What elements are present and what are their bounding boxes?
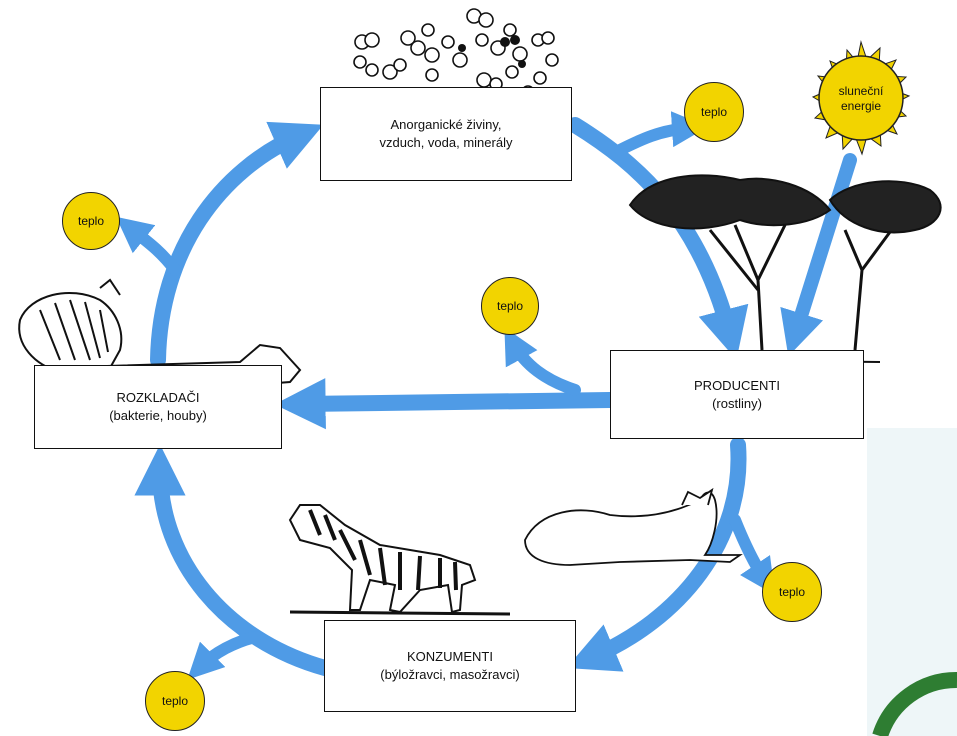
arrow-consumers-to-decomposers bbox=[134, 444, 333, 676]
producers-box: PRODUCENTI (rostliny) bbox=[610, 350, 864, 439]
inorganic-line1: Anorganické živiny, bbox=[390, 117, 502, 132]
consumers-subtitle: (býložravci, masožravci) bbox=[380, 667, 520, 682]
heat-circle-middle: teplo bbox=[481, 277, 539, 335]
sun-label-line1: sluneční bbox=[838, 84, 884, 98]
sun-icon bbox=[811, 40, 911, 156]
decomposers-title: ROZKLADAČI bbox=[116, 390, 200, 405]
sun-label-line2: energie bbox=[840, 99, 882, 113]
corner-arc bbox=[872, 671, 957, 736]
heat-branch-left bbox=[115, 216, 181, 276]
decomposers-box: ROZKLADAČI (bakterie, houby) bbox=[34, 365, 282, 449]
consumers-box: KONZUMENTI (býložravci, masožravci) bbox=[324, 620, 576, 712]
decomposers-subtitle: (bakterie, houby) bbox=[109, 408, 207, 423]
arrow-decomposers-to-inorganic bbox=[150, 121, 324, 368]
heat-label: teplo bbox=[700, 105, 728, 119]
heat-label: teplo bbox=[496, 299, 524, 313]
heat-branch-top bbox=[614, 111, 708, 156]
inorganic-nutrients-box: Anorganické živiny, vzduch, voda, minerá… bbox=[320, 87, 572, 181]
heat-circle-bottom: teplo bbox=[145, 671, 205, 731]
consumers-title: KONZUMENTI bbox=[407, 649, 493, 664]
arrow-sun-to-producers bbox=[780, 153, 857, 357]
arrow-producers-to-decomposers bbox=[274, 378, 618, 430]
lioness-icon bbox=[524, 487, 743, 566]
sun-energy-label: sluneční energie bbox=[821, 84, 901, 114]
heat-circle-top: teplo bbox=[684, 82, 744, 142]
heat-branch-right bbox=[729, 514, 775, 595]
trees-icon bbox=[628, 174, 942, 363]
heat-label: teplo bbox=[778, 585, 806, 599]
heat-circle-left: teplo bbox=[62, 192, 120, 250]
heat-branch-bottom bbox=[187, 631, 261, 680]
arrow-producers-to-consumers bbox=[566, 437, 747, 672]
heat-branch-middle bbox=[504, 327, 581, 396]
producers-title: PRODUCENTI bbox=[694, 377, 780, 393]
producers-subtitle: (rostliny) bbox=[712, 395, 762, 411]
zebra-icon bbox=[288, 504, 511, 616]
heat-label: teplo bbox=[161, 694, 189, 708]
heat-label: teplo bbox=[77, 214, 105, 228]
inorganic-line2: vzduch, voda, minerály bbox=[379, 135, 513, 150]
arrow-inorganic-to-producers bbox=[567, 117, 749, 360]
heat-circle-right: teplo bbox=[762, 562, 822, 622]
